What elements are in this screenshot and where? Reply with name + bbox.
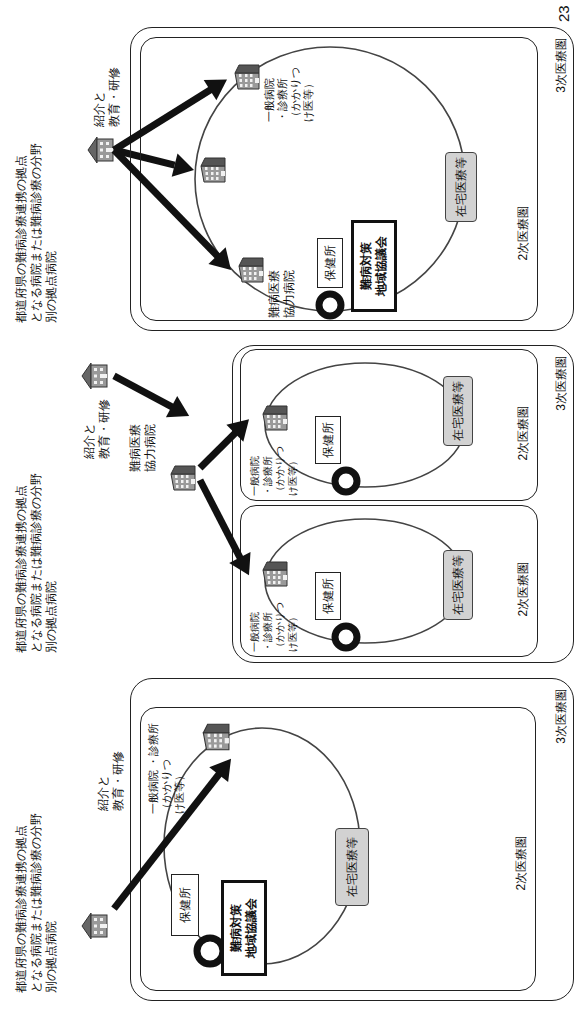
node-label: 難病対策 地域協議会 <box>359 234 389 299</box>
node-label: 難病医療 協力病院 <box>267 265 297 318</box>
secondary-area-frame: 2次医療圏難病医療 協力病院 一般病院 ・診療所 （かかりつ け医等） 保健所 難病対… <box>140 38 538 322</box>
node-label: 一般病院 ・診療所 （かかりつ け医等） <box>249 444 299 496</box>
arrow-head <box>172 154 194 177</box>
arrow-head <box>166 396 189 417</box>
secondary-area-frame: 2次医療圏一般病院 ・診療所 （かかりつ け医等） 保健所 在宅医療等 <box>240 350 538 502</box>
ring-marker <box>197 294 357 964</box>
node-label: 保健所 <box>178 887 193 923</box>
node-label: 3次医療圏 <box>554 356 569 411</box>
home-care-box: 在宅医療等 <box>445 152 477 222</box>
referral-arrow <box>200 419 249 468</box>
node-label: 2次医療圏 <box>514 836 529 891</box>
arrow-head <box>226 419 249 442</box>
node-label: 都道府県の難病診療連携の拠点 となる病院または難病診療の分野 別の拠点病院 <box>14 467 59 653</box>
hospital-node: 一般病院 ・診療所 （かかりつ け医等） <box>227 40 337 124</box>
building-icon <box>235 65 259 89</box>
referral-arrow <box>114 376 189 417</box>
ring-marker <box>335 470 357 492</box>
ring-marker <box>335 626 357 648</box>
home-care-box: 在宅医療等 <box>443 550 473 620</box>
edge-label: 紹介と 教育・研修 <box>82 394 112 459</box>
hospital-node: 難病医療 協力病院 <box>128 416 200 496</box>
council-box: 難病対策 地域協議会 <box>351 220 397 312</box>
arrow-head <box>204 79 227 100</box>
tertiary-area-frame: 3次医療圏2次医療圏一般病院 ・診療所 （かかりつ け医等）保健所在宅医療等2次… <box>232 345 574 663</box>
hospital-node: 一般病院 ・診療所 （かかりつ け医等） <box>249 556 305 652</box>
node-label: 3次医療圏 <box>554 689 569 744</box>
page-number: 23 <box>555 5 572 22</box>
node-label: 一般病院 ・診療所（かかりつ け医等） <box>147 719 186 814</box>
hospital-node: 一般病院 ・診療所 （かかりつ け医等） <box>249 400 305 496</box>
ring-marker <box>197 938 223 964</box>
home-care-box: 在宅医療等 <box>443 376 473 446</box>
arrow-shaft <box>200 432 236 468</box>
building-icon <box>203 724 229 750</box>
node-label: 難病対策 地域協議会 <box>229 896 259 961</box>
node-label: 在宅医療等 <box>345 837 360 897</box>
node-label: 在宅医療等 <box>451 555 466 615</box>
care-ring <box>195 47 465 311</box>
hospital-node: 難病医療 協力病院 <box>231 238 299 318</box>
node-label: 都道府県の難病診療連携の拠点 となる病院または難病診療の分野 別の拠点病院 <box>14 807 59 993</box>
tertiary-area-frame: 3次医療圏 2次医療圏難病医療 協力病院 一般病院 ・診療所 （かかりつ け医等） 保… <box>130 27 574 331</box>
building-icon <box>201 158 225 182</box>
secondary-area-frame: 2次医療圏一般病院 ・診療所 （かかりつ け医等） 保健所 在宅医療等 <box>240 506 538 658</box>
hospital-node: 一般病院 ・診療所（かかりつ け医等） <box>147 712 231 816</box>
edge-label: 紹介と 教育・研修 <box>92 62 122 127</box>
node-label: 保健所 <box>321 578 336 614</box>
arrow-shaft <box>114 376 173 408</box>
arrow-head <box>209 759 231 782</box>
node-label: 一般病院 ・診療所 （かかりつ け医等） <box>263 67 316 122</box>
arrow-head <box>208 247 231 270</box>
node-label: 2次医療圏 <box>516 206 531 261</box>
hospital-icon <box>88 137 113 163</box>
secondary-area-frame: 2次医療圏 一般病院 ・診療所（かかりつ け医等） 保健所 難病対策 地域協議会 在宅医… <box>140 708 536 992</box>
hospital-icon <box>82 363 107 389</box>
arrow-shaft <box>114 89 212 150</box>
source-hospital: 都道府県の難病診療連携の拠点 となる病院または難病診療の分野 別の拠点病院 <box>14 123 114 323</box>
office-box: 保健所 <box>315 416 341 464</box>
node-label: 保健所 <box>323 245 338 281</box>
home-care-box: 在宅医療等 <box>335 828 369 906</box>
building-icon <box>263 562 287 586</box>
ring-marker <box>319 294 341 316</box>
building-icon <box>263 406 287 430</box>
building-icon <box>239 258 263 282</box>
node-label: 一般病院 ・診療所 （かかりつ け医等） <box>249 600 299 652</box>
council-box: 難病対策 地域協議会 <box>221 880 267 976</box>
office-box: 保健所 <box>317 238 343 288</box>
arrow-shaft <box>200 480 241 559</box>
node-label: 在宅医療等 <box>454 157 469 217</box>
hospital-icon <box>82 913 107 939</box>
building-icon <box>171 466 195 490</box>
node-label: 難病医療 協力病院 <box>128 419 158 472</box>
node-label: 保健所 <box>321 422 336 458</box>
tertiary-area-frame: 3次医療圏 2次医療圏 一般病院 ・診療所（かかりつ け医等） 保健所 難病対策 地域協… <box>130 678 574 1001</box>
node-label: 3次医療圏 <box>554 38 569 93</box>
arrow <box>114 150 175 165</box>
node-label: 2次医療圏 <box>516 562 531 617</box>
node-label: 2次医療圏 <box>516 406 531 461</box>
source-hospital: 都道府県の難病診療連携の拠点 となる病院または難病診療の分野 別の拠点病院 <box>14 797 114 993</box>
referral-arrow <box>114 150 231 270</box>
office-box: 保健所 <box>171 874 199 936</box>
edge-label: 紹介と 教育・研修 <box>96 746 126 811</box>
node-label: 都道府県の難病診療連携の拠点 となる病院または難病診療の分野 別の拠点病院 <box>14 137 59 323</box>
office-box: 保健所 <box>315 572 341 620</box>
referral-arrow <box>200 480 251 575</box>
node-label: 在宅医療等 <box>451 381 466 441</box>
